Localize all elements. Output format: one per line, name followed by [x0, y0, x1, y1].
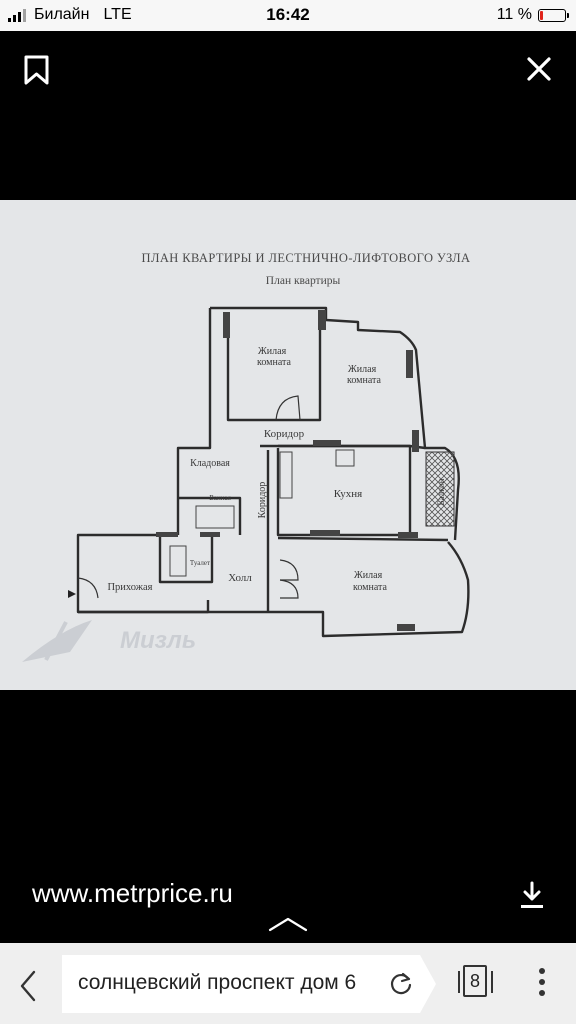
floor-plan-windows	[156, 310, 419, 631]
close-icon	[527, 57, 551, 81]
balcony-hatch	[425, 451, 455, 527]
room-label: Балкон	[436, 478, 446, 505]
download-button[interactable]	[515, 879, 549, 913]
room-label: комната	[347, 375, 382, 386]
room-label: комната	[353, 582, 388, 593]
battery-icon	[538, 8, 569, 22]
carrier-name: Билайн	[34, 6, 90, 23]
status-bar: Билайн LTE 16:42 11 %	[0, 0, 576, 31]
room-label: Жилая	[348, 364, 377, 375]
close-button[interactable]	[522, 52, 556, 86]
watermark-logo: Мизль	[22, 620, 196, 662]
bathtub	[195, 505, 235, 529]
toilet-fixture	[169, 545, 187, 577]
room-label: Коридор	[264, 428, 305, 440]
room-label: Жилая	[258, 346, 287, 357]
room-label: комната	[257, 357, 292, 368]
search-field[interactable]: солнцевский проспект дом 6	[62, 955, 436, 1013]
battery-percent: 11 %	[496, 6, 532, 23]
more-vertical-icon	[534, 968, 550, 996]
kitchen-counter	[279, 451, 293, 499]
entrance-marker	[68, 590, 76, 598]
tabs-button[interactable]: 8	[458, 963, 494, 1003]
door-arc	[279, 559, 299, 581]
room-label: Кладовая	[190, 458, 230, 469]
refresh-button[interactable]	[388, 971, 414, 997]
browser-toolbar: солнцевский проспект дом 6 8	[0, 943, 576, 1024]
clock: 16:42	[266, 5, 310, 24]
door-arc	[279, 579, 299, 599]
bookmark-button[interactable]	[20, 52, 54, 86]
door-arc	[275, 395, 301, 421]
watermark-text: Мизль	[120, 627, 196, 654]
more-menu-button[interactable]	[534, 965, 550, 1001]
room-label: Кухня	[334, 488, 362, 500]
network-type: LTE	[103, 6, 132, 23]
source-link[interactable]: www.metrprice.ru	[32, 878, 233, 908]
entrance-door-arc	[77, 577, 99, 599]
collapse-button[interactable]	[268, 914, 308, 934]
floor-plan-image[interactable]: ПЛАН КВАРТИРЫ И ЛЕСТНИЧНО-ЛИФТОВОГО УЗЛА…	[0, 200, 576, 690]
tab-count: 8	[463, 965, 487, 997]
back-button[interactable]	[14, 969, 44, 1003]
download-icon	[521, 881, 543, 908]
search-field-edge	[420, 955, 436, 1013]
room-label: Прихожая	[107, 582, 152, 593]
room-label: Ванная	[209, 494, 231, 502]
plan-title: ПЛАН КВАРТИРЫ И ЛЕСТНИЧНО-ЛИФТОВОГО УЗЛА	[142, 251, 471, 265]
plan-subtitle: План квартиры	[266, 275, 341, 287]
chevron-up-icon	[268, 917, 308, 932]
room-label: Холл	[228, 572, 252, 584]
room-label: Жилая	[354, 570, 383, 581]
bookmark-icon	[24, 55, 49, 85]
signal-icon	[8, 8, 26, 22]
refresh-icon	[391, 972, 412, 995]
search-query: солнцевский проспект дом 6	[78, 971, 357, 994]
chevron-left-icon	[20, 970, 36, 1002]
room-label: Коридор	[257, 482, 268, 519]
room-label: Туалет	[190, 559, 210, 567]
stove	[335, 449, 355, 467]
